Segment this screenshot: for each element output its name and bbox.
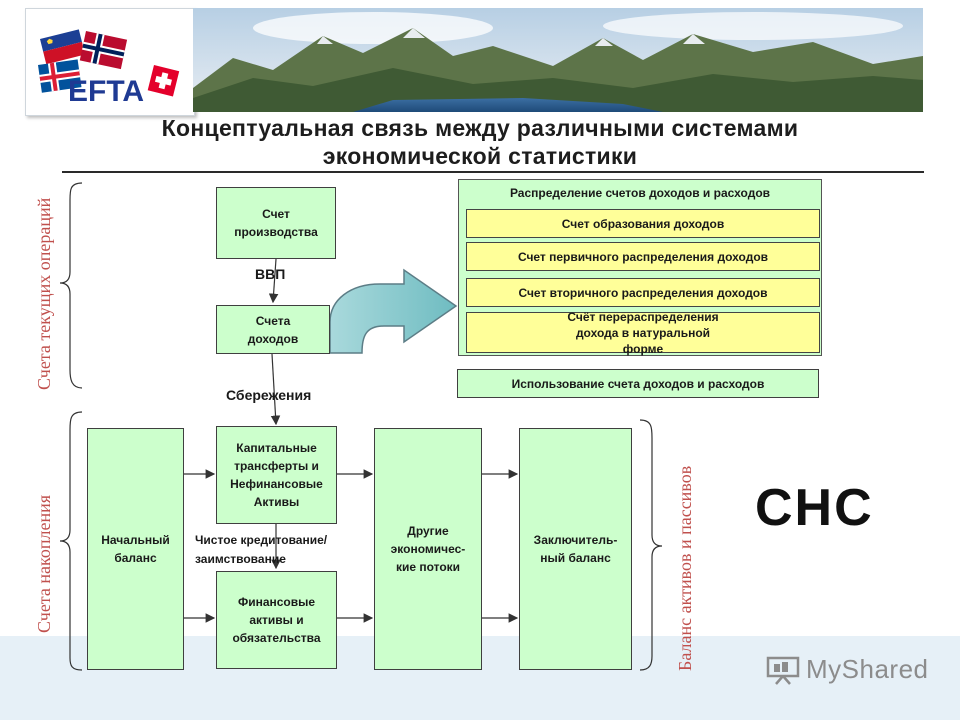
label-balance-sheets: Баланс активов и пассивов <box>675 465 695 671</box>
box-opening-label: Начальный баланс <box>101 533 170 565</box>
box-production-label: Счет производства <box>234 207 318 239</box>
snc-label: СНС <box>755 479 874 537</box>
myshared-watermark: MyShared <box>766 654 929 685</box>
box-financial-label: Финансовые активы и обязательства <box>232 595 321 645</box>
label-accumulation-accounts: Счета накопления <box>34 495 54 633</box>
box-financial-assets: Финансовые активы и обязательства <box>216 571 337 669</box>
arrow-income-capital <box>270 353 281 426</box>
flags-icon <box>38 29 180 97</box>
box-capital-label: Капитальные трансферты и Нефинансовые Ак… <box>230 441 323 509</box>
box-use-of-income: Использование счета доходов и расходов <box>457 369 819 398</box>
box-capital-transfers: Капитальные трансферты и Нефинансовые Ак… <box>216 426 337 524</box>
mountain-banner <box>193 8 923 112</box>
efta-logo: EFTA <box>25 8 195 116</box>
income-panel-header: Распределение счетов доходов и расходов <box>509 186 771 200</box>
label-savings: Сбережения <box>226 387 312 403</box>
slide-title: Концептуальная связь между различными си… <box>60 114 900 170</box>
panel-item-primary: Счет первичного распределения доходов <box>466 242 820 271</box>
panel-item-in-kind: Счёт перераспределения дохода в натураль… <box>466 310 820 356</box>
box-income-label: Счета доходов <box>247 313 299 346</box>
panel-item-secondary: Счет вторичного распределения доходов <box>466 278 820 307</box>
presentation-icon <box>766 656 800 685</box>
title-line-2: экономической статистики <box>322 143 638 169</box>
title-line-1: Концептуальная связь между различными си… <box>161 115 799 141</box>
box-income-accounts: Счета доходов <box>216 305 330 354</box>
panel-item-generation: Счет образования доходов <box>466 209 820 238</box>
box-closing-label: Заключитель-ный баланс <box>533 533 618 565</box>
label-net-lending: Чистое кредитование/ заимствование <box>195 533 328 566</box>
curved-arrow-icon <box>329 268 458 354</box>
label-current-accounts: Счета текущих операций <box>34 197 54 390</box>
box-other-flows: Другие экономичес-кие потоки <box>374 428 482 670</box>
brace-current <box>59 182 83 389</box>
efta-text: EFTA <box>68 75 145 108</box>
box-opening-balance: Начальный баланс <box>87 428 184 670</box>
box-other-flows-label: Другие экономичес-кие потоки <box>390 524 466 574</box>
use-of-income-label: Использование счета доходов и расходов <box>511 376 765 391</box>
arrow-production-income <box>268 258 279 304</box>
watermark-text: MyShared <box>806 654 929 684</box>
title-divider <box>62 171 924 173</box>
brace-balance <box>639 419 663 671</box>
label-gdp: ВВП <box>255 266 286 282</box>
brace-accumulation <box>59 411 83 671</box>
box-closing-balance: Заключитель-ный баланс <box>519 428 632 670</box>
box-production-account: Счет производства <box>216 187 336 259</box>
